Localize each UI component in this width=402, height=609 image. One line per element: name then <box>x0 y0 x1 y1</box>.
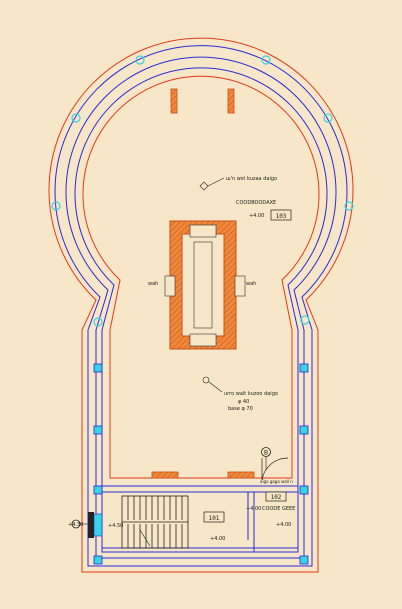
corridor-lower-label: COODE GEEE <box>262 506 295 512</box>
bottom-level: +4.00 <box>210 536 225 542</box>
door-swing <box>261 457 289 481</box>
top-pilasters <box>170 88 235 114</box>
lower-level: +4.00 <box>246 506 261 512</box>
annotation-leaders <box>199 177 225 393</box>
room-number-mid: 102 <box>271 494 282 501</box>
square-columns <box>93 363 309 565</box>
lower-dimension: φ 40 <box>238 399 249 405</box>
outer-wall <box>48 37 354 573</box>
entry-level: +4.30 <box>68 522 83 528</box>
lower-note: urro walt kuzoo daigo <box>224 391 278 397</box>
room-number-main: 103 <box>276 213 287 220</box>
partition-openings <box>151 471 255 479</box>
side-label-left: wah <box>148 281 158 287</box>
stair-level: +4.50 <box>108 523 123 529</box>
right-level: +4.00 <box>276 522 291 528</box>
small-note: aigo gaga wall n <box>260 479 293 484</box>
central-platform <box>164 220 246 350</box>
room-tags <box>203 209 292 523</box>
entrance-door <box>71 512 103 538</box>
corridor-label: COODBOODAXE <box>236 200 276 206</box>
hall-note: ш'n wst kuzaa daigo <box>226 176 277 182</box>
axis-marker: B <box>261 447 271 470</box>
lower-base: base φ 70 <box>228 406 253 412</box>
side-label-right: wah <box>246 281 256 287</box>
hall-level: +4.00 <box>249 213 264 219</box>
ring-columns <box>51 55 354 327</box>
axis-mark-label: B <box>264 450 268 457</box>
room-number-lower: 101 <box>209 515 220 522</box>
staircase <box>121 495 189 549</box>
